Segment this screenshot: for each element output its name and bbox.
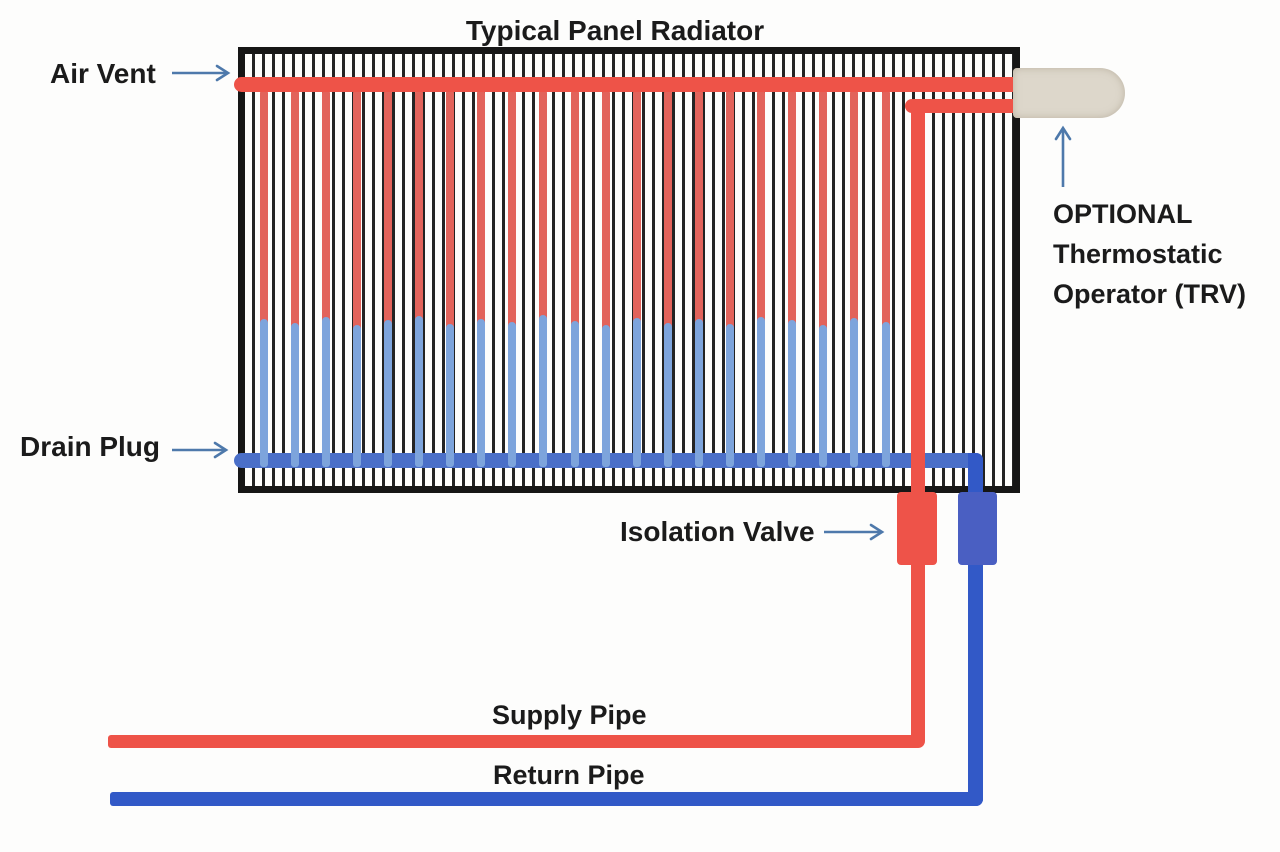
trv-bulb <box>1013 68 1125 118</box>
trv-label: OPTIONAL Thermostatic Operator (TRV) <box>1053 194 1246 314</box>
trv-label-line3: Operator (TRV) <box>1053 279 1247 309</box>
air-vent-label: Air Vent <box>50 58 156 89</box>
drain-pipe <box>234 453 983 468</box>
supply-pipe-label: Supply Pipe <box>492 700 647 730</box>
supply-pipe <box>108 735 923 748</box>
isolation-valve-supply <box>897 492 937 565</box>
trv-label-line1: OPTIONAL <box>1053 199 1193 229</box>
isolation-valve-return <box>958 492 997 565</box>
radiator-frame <box>238 47 1020 493</box>
isolation-valve-label: Isolation Valve <box>620 516 815 547</box>
page-title: Typical Panel Radiator <box>465 15 765 46</box>
drain-plug-label: Drain Plug <box>20 431 161 462</box>
return-pipe <box>110 792 983 806</box>
air-vent-pipe <box>234 77 1017 92</box>
trv-feed-pipe <box>905 99 1017 113</box>
supply-riser-pipe <box>911 106 925 748</box>
return-pipe-label: Return Pipe <box>493 760 645 790</box>
trv-label-line2: Thermostatic <box>1053 239 1223 269</box>
